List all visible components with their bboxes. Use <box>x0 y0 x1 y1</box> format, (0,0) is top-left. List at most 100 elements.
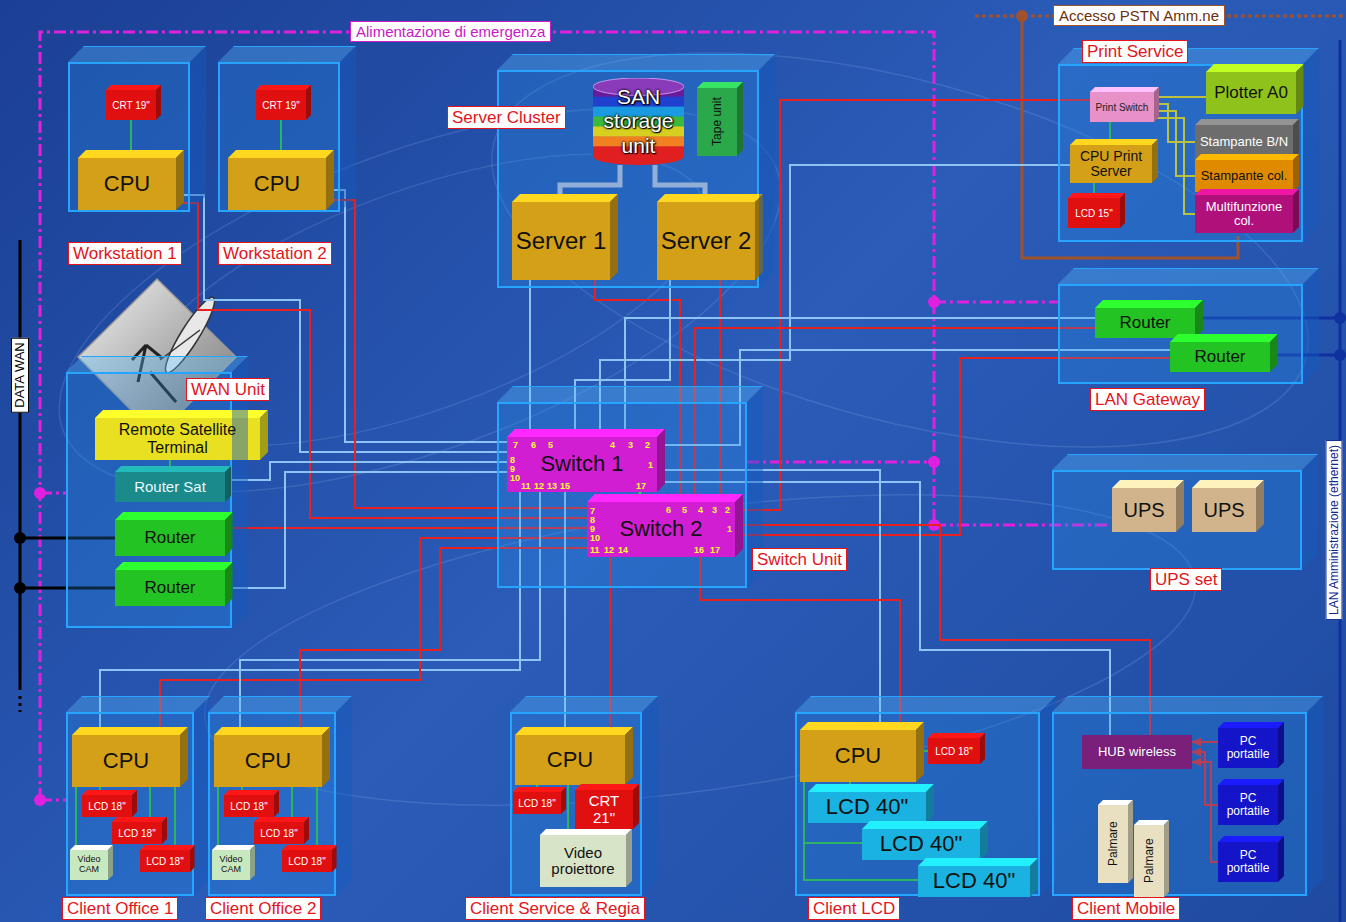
container-label: Client Office 1 <box>62 897 178 920</box>
text-holder: CPU Print Server <box>1073 149 1149 180</box>
device-box: Plotter A0 <box>1206 72 1296 114</box>
container-label: Server Cluster <box>447 106 566 129</box>
container-box: Print ServicePrint SwitchPlotter A0CPU P… <box>1058 64 1303 242</box>
text-holder: LCD 40" <box>880 832 962 856</box>
device-box: Stampante B/N <box>1195 125 1293 159</box>
container-box: Workstation 2CRT 19"CPU <box>218 62 340 212</box>
power-wire <box>747 461 934 464</box>
port-number: 14 <box>618 545 628 555</box>
text-holder: PC portatile <box>1221 735 1275 761</box>
container-label: Print Service <box>1082 40 1188 63</box>
device-label: Router <box>144 579 195 598</box>
device-box: LCD 40" <box>808 792 926 823</box>
bus-label: Accesso PSTN Amm.ne <box>1053 5 1225 26</box>
junction-dot <box>1334 349 1346 361</box>
device-box: UPS <box>1192 488 1256 532</box>
device-box: HUB wireless <box>1082 735 1192 769</box>
container-box: WAN UnitRemote Satellite TerminalRouter … <box>66 372 232 628</box>
container-label: Switch Unit <box>752 548 847 571</box>
port-number: 5 <box>682 505 687 515</box>
text-holder: CPU <box>254 172 300 196</box>
text-holder: LCD 18" <box>288 856 325 867</box>
text-holder: Palmare <box>1091 837 1136 850</box>
device-box: LCD 18" <box>254 822 304 844</box>
device-label: UPS <box>1123 499 1164 521</box>
device-label: Stampante col. <box>1201 169 1288 183</box>
connector <box>735 100 1090 510</box>
port-number: 3 <box>712 505 717 515</box>
port-number: 17 <box>710 545 720 555</box>
emergency-power-line <box>40 32 1110 800</box>
junction-dot <box>928 456 940 468</box>
device-label: Stampante B/N <box>1200 135 1288 149</box>
text-holder: Tape unit <box>693 115 742 128</box>
device-label: CRT 21" <box>578 793 630 826</box>
port-number: 7 <box>513 440 518 450</box>
device-box: LCD 18" <box>282 850 332 872</box>
device-box: CRT 19" <box>256 90 306 120</box>
device-box: Video CAM <box>70 850 108 880</box>
device-label: Switch 1 <box>540 452 623 476</box>
device-box: PC portatile <box>1218 842 1278 882</box>
device-label: PC portatile <box>1221 735 1275 761</box>
text-holder: CRT 19" <box>112 100 150 111</box>
text-holder: Switch 1 <box>540 452 623 476</box>
text-holder: Remote Satellite Terminal <box>98 421 257 456</box>
text-holder: Multifunzione col. <box>1198 200 1290 229</box>
text-holder: SAN storage unit <box>595 85 682 157</box>
device-box: Tape unit <box>697 88 737 156</box>
text-holder: CPU <box>103 749 149 773</box>
port-number: 11 <box>590 545 600 555</box>
port-number: 1 <box>727 524 732 534</box>
bus-line <box>19 696 22 712</box>
device-label: Video CAM <box>215 855 247 875</box>
device-label: LCD 18" <box>230 801 267 812</box>
text-holder: UPS <box>1123 499 1164 521</box>
junction-dot <box>1016 10 1028 22</box>
container-box: Client Office 1CPULCD 18"LCD 18"LCD 18"V… <box>66 712 194 896</box>
device-label: CPU <box>245 749 291 773</box>
port-number: 9 <box>510 464 515 474</box>
container-box: Client Office 2CPULCD 18"LCD 18"LCD 18"V… <box>208 712 336 896</box>
device-label: Video proiettore <box>543 845 623 878</box>
text-holder: Print Switch <box>1096 102 1149 113</box>
device-box: CRT 19" <box>106 90 156 120</box>
device-box: Server 1 <box>512 202 610 280</box>
junction-dot <box>14 582 26 594</box>
device-label: LCD 18" <box>935 746 972 757</box>
text-holder: Stampante B/N <box>1200 135 1288 149</box>
device-box: Video CAM <box>212 850 250 880</box>
port-number: 10 <box>510 473 520 483</box>
connector <box>326 190 507 442</box>
text-holder: LCD 40" <box>826 795 908 819</box>
device-box: Palmare <box>1098 805 1128 883</box>
text-holder: LCD 18" <box>118 828 155 839</box>
device-box: Router <box>1170 342 1270 372</box>
device-box: Router <box>115 570 225 606</box>
text-holder: Video CAM <box>215 855 247 875</box>
device-box: Router <box>115 520 225 556</box>
device-label: LCD 18" <box>146 856 183 867</box>
port-number: 2 <box>645 440 650 450</box>
device-label: LCD 40" <box>933 869 1015 893</box>
device-label: Router <box>144 529 195 548</box>
text-holder: Server 2 <box>661 228 752 254</box>
bus-label: DATA WAN <box>11 337 29 412</box>
device-box: Router <box>1095 308 1195 338</box>
device-box: LCD 18" <box>224 795 274 817</box>
port-number: 6 <box>666 505 671 515</box>
container-label: Client Mobile <box>1072 897 1180 920</box>
port-number: 1 <box>648 460 653 470</box>
container-box: Switch UnitSwitch 1Switch 2 <box>497 402 747 588</box>
device-label: PC portatile <box>1221 849 1275 875</box>
device-box: CPU Print Server <box>1070 145 1152 183</box>
text-holder: Plotter A0 <box>1214 84 1288 103</box>
text-holder: CPU <box>547 748 593 772</box>
device-box: LCD 18" <box>112 822 162 844</box>
device-label: LCD 15" <box>1075 208 1112 219</box>
device-label: Router Sat <box>134 479 206 496</box>
device-label: PC portatile <box>1221 792 1275 818</box>
